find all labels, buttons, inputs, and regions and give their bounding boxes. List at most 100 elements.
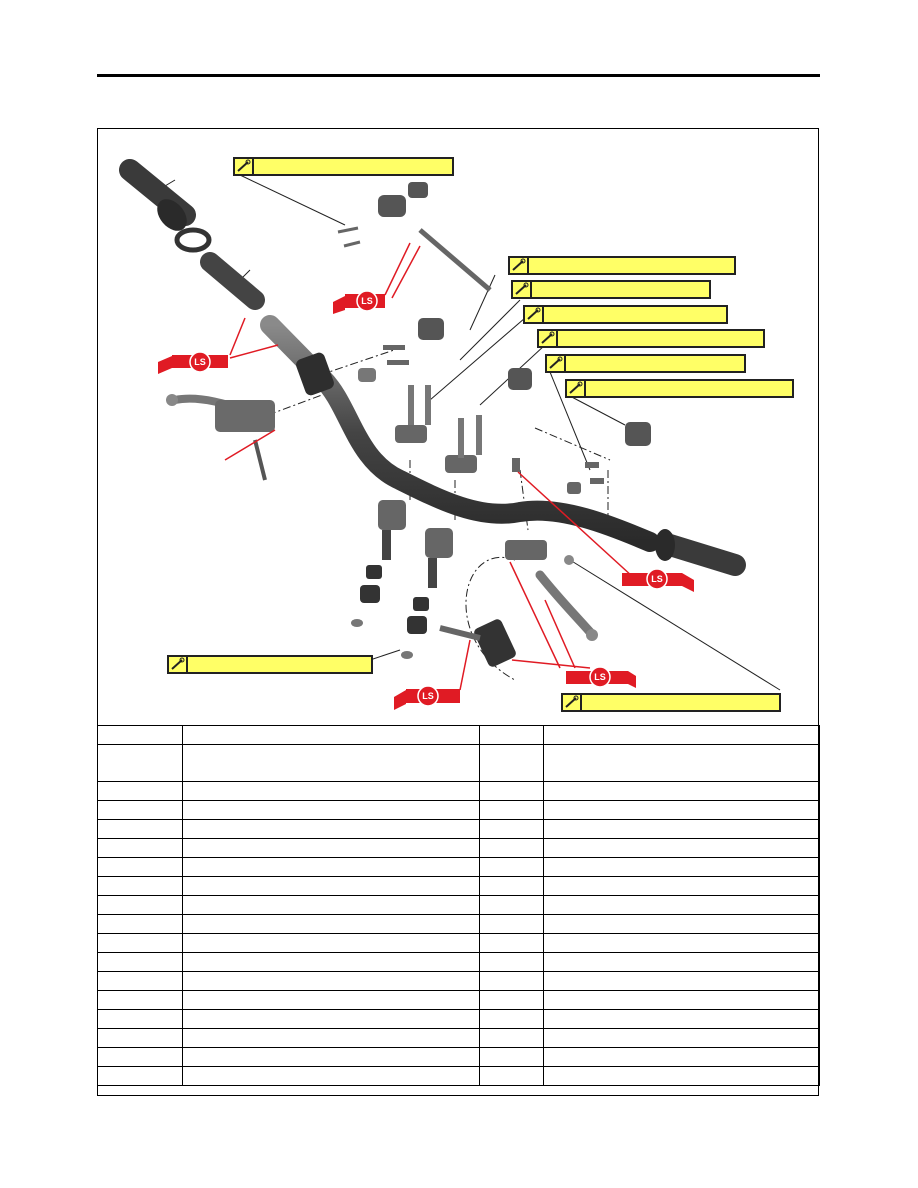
torque-box (523, 305, 728, 324)
order-cell (97, 857, 183, 877)
qty-cell (479, 1028, 545, 1048)
header-rule (97, 74, 820, 77)
ls-markers (158, 290, 694, 710)
table-row (97, 990, 820, 1010)
hot-start-assembly (337, 182, 492, 292)
order-cell (97, 781, 183, 801)
torque-wrench-icon (510, 258, 529, 273)
qty-cell (479, 857, 545, 877)
torque-wrench-icon (513, 282, 532, 297)
remarks-cell (543, 933, 820, 953)
order-cell (97, 725, 183, 745)
table-row (97, 895, 820, 915)
order-cell (97, 971, 183, 991)
part-name-cell (181, 933, 481, 953)
table-row (97, 876, 820, 896)
remarks-cell (543, 781, 820, 801)
part-name-cell (181, 1028, 481, 1048)
qty-cell (479, 800, 545, 820)
torque-box (561, 693, 781, 712)
lower-handlebar-holders (351, 500, 453, 659)
table-row (97, 971, 820, 991)
table-row (97, 952, 820, 972)
order-cell (97, 914, 183, 934)
qty-cell (479, 933, 545, 953)
torque-wrench-icon (539, 331, 558, 346)
right-grip (655, 529, 746, 576)
part-name-cell (181, 819, 481, 839)
ls-marker-3 (622, 568, 694, 592)
page-frame (97, 128, 819, 1096)
qty-cell (479, 1009, 545, 1029)
order-cell (97, 990, 183, 1010)
part-name-cell (181, 952, 481, 972)
left-grip (119, 159, 196, 231)
clutch-lever-assembly (505, 540, 598, 641)
part-name-cell (181, 1066, 481, 1086)
ls-marker-4 (566, 666, 636, 688)
throttle-tube (200, 252, 265, 310)
ls-label: LS (361, 296, 373, 306)
handlebar-exploded-diagram: LS LS LS LS LS (119, 159, 781, 710)
qty-cell (479, 781, 545, 801)
qty-cell (479, 838, 545, 858)
qty-cell (479, 1047, 545, 1067)
part-name-cell (181, 1009, 481, 1029)
torque-box (565, 379, 794, 398)
torque-wrench-icon (567, 381, 586, 396)
qty-cell (479, 952, 545, 972)
order-cell (97, 1047, 183, 1067)
qty-cell (479, 990, 545, 1010)
table-row (97, 857, 820, 877)
order-cell (97, 819, 183, 839)
remarks-cell (543, 838, 820, 858)
ls-label: LS (651, 574, 663, 584)
throttle-housing (296, 352, 334, 396)
clutch-cable-adjuster (439, 619, 516, 667)
part-name-cell (181, 838, 481, 858)
ls-label: LS (194, 357, 206, 367)
bolts-small (383, 345, 409, 365)
part-name-cell (181, 971, 481, 991)
leader-lines (164, 174, 781, 691)
brake-lever-assembly (166, 394, 275, 481)
table-row (97, 1047, 820, 1067)
ls-label: LS (422, 691, 434, 701)
remarks-cell (543, 800, 820, 820)
table-row (97, 819, 820, 839)
engine-stop-switch (418, 318, 444, 340)
table-row (97, 725, 820, 745)
part-name-cell (181, 744, 481, 782)
collar (174, 227, 212, 253)
remarks-cell (543, 819, 820, 839)
remarks-cell (543, 895, 820, 915)
torque-wrench-icon (525, 307, 544, 322)
table-row (97, 1009, 820, 1029)
torque-box (167, 655, 373, 674)
table-row (97, 744, 820, 782)
order-cell (97, 952, 183, 972)
upper-handlebar-holders (358, 368, 482, 473)
qty-cell (479, 819, 545, 839)
ls-marker-5 (394, 685, 460, 710)
torque-wrench-icon (547, 356, 566, 371)
torque-box (508, 256, 736, 275)
table-row (97, 838, 820, 858)
order-cell (97, 933, 183, 953)
ls-marker-1 (158, 351, 228, 374)
table-row (97, 1066, 820, 1086)
right-switches (508, 368, 651, 494)
part-name-cell (181, 781, 481, 801)
part-name-cell (181, 876, 481, 896)
remarks-cell (543, 857, 820, 877)
qty-cell (479, 914, 545, 934)
torque-wrench-icon (235, 159, 254, 174)
handlebar (260, 315, 660, 552)
remarks-cell (543, 876, 820, 896)
remarks-cell (543, 744, 820, 782)
remarks-cell (543, 990, 820, 1010)
torque-wrench-icon (169, 657, 188, 672)
qty-cell (479, 1066, 545, 1086)
remarks-cell (543, 914, 820, 934)
part-name-cell (181, 725, 481, 745)
